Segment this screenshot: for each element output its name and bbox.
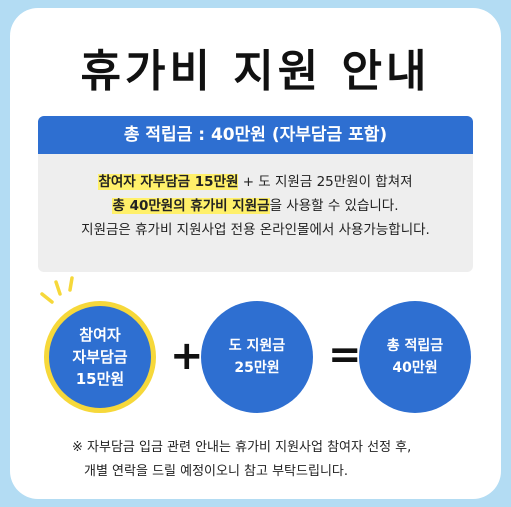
highlight-participant-amount: 참여자 자부담금 15만원 [98, 174, 239, 190]
circle-amount: 25만원 [234, 360, 280, 376]
info-line-2: 총 40만원의 휴가비 지원금을 사용할 수 있습니다. [38, 194, 473, 218]
notice-card: 휴가비 지원 안내 총 적립금 : 40만원 (자부담금 포함) 참여자 자부담… [10, 8, 501, 499]
page-title: 휴가비 지원 안내 [80, 46, 431, 97]
info-body: 참여자 자부담금 15만원 + 도 지원금 25만원이 합쳐져 총 40만원의 … [38, 154, 473, 242]
info-box: 총 적립금 : 40만원 (자부담금 포함) 참여자 자부담금 15만원 + 도… [38, 116, 473, 272]
circle-label: 자부담금 [72, 348, 128, 366]
circle-amount: 15만원 [75, 370, 125, 388]
highlight-total-amount: 총 40만원의 휴가비 지원금 [112, 198, 270, 214]
equals-sign: = [328, 332, 362, 378]
info-line-2-rest: 을 사용할 수 있습니다. [269, 198, 399, 214]
total-savings-circle: 총 적립금 40만원 [359, 301, 471, 413]
circle-label: 도 지원금 [228, 338, 286, 354]
info-line-1: 참여자 자부담금 15만원 + 도 지원금 25만원이 합쳐져 [38, 170, 473, 194]
circle-amount: 40만원 [392, 360, 438, 376]
footnote-line-2: 개별 연락을 드릴 예정이오니 참고 부탁드립니다. [84, 464, 348, 479]
info-header: 총 적립금 : 40만원 (자부담금 포함) [38, 116, 473, 154]
sparkle-icon [40, 276, 74, 304]
footnote: ※ 자부담금 입금 관련 안내는 휴가비 지원사업 참여자 선정 후, 개별 연… [72, 436, 411, 484]
province-subsidy-circle: 도 지원금 25만원 [201, 301, 313, 413]
footnote-line-1: ※ 자부담금 입금 관련 안내는 휴가비 지원사업 참여자 선정 후, [72, 440, 412, 455]
participant-contribution-circle: 참여자 자부담금 15만원 [44, 301, 156, 413]
info-line-3: 지원금은 휴가비 지원사업 전용 온라인몰에서 사용가능합니다. [81, 222, 430, 238]
circle-label: 참여자 [79, 326, 121, 344]
circle-label: 총 적립금 [386, 338, 444, 354]
plus-sign: + [170, 333, 204, 379]
info-line-1-rest: + 도 지원금 25만원이 합쳐져 [238, 174, 413, 190]
